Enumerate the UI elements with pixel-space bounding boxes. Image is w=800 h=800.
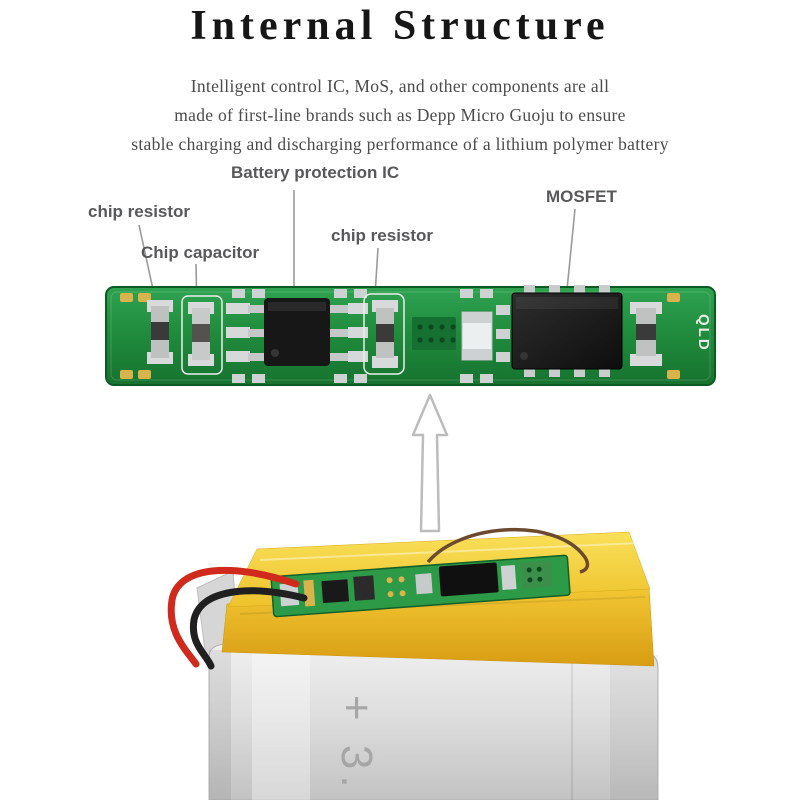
- label-chip-resistor-mid: chip resistor: [331, 226, 434, 245]
- label-battery-protection-ic: Battery protection IC: [231, 163, 400, 182]
- up-arrow: [411, 393, 449, 533]
- thin-wire: [426, 528, 590, 574]
- label-chip-capacitor: Chip capacitor: [141, 243, 260, 262]
- label-chip-resistor-left: chip resistor: [88, 202, 191, 221]
- leader-lines: [138, 190, 576, 318]
- label-mosfet: MOSFET: [546, 187, 617, 206]
- leader-mosfet: [565, 208, 576, 301]
- battery-marking: + 3.: [332, 695, 381, 794]
- description-line-1: Intelligent control IC, MoS, and other c…: [190, 76, 610, 96]
- chip-resistor-left-component: [147, 300, 173, 364]
- description-line-2: made of first-line brands such as Depp M…: [174, 105, 626, 125]
- white-component: [461, 305, 510, 362]
- black-wire: [189, 587, 308, 670]
- chip-resistor-right-component: [630, 302, 662, 366]
- chip-resistor-mid-component: [363, 293, 405, 375]
- battery-protection-ic-chip: [226, 298, 368, 366]
- pcb-board: QLD: [105, 285, 716, 386]
- via-holes: [412, 317, 456, 350]
- mosfet-chip: [511, 285, 623, 377]
- page-title: Internal Structure: [190, 3, 610, 49]
- gold-pads: [120, 293, 680, 379]
- solder-pads: [232, 289, 493, 383]
- red-wire: [167, 566, 300, 668]
- description: Intelligent control IC, MoS, and other c…: [0, 72, 800, 159]
- chip-capacitor-component: [181, 295, 223, 375]
- battery-photo: + 3.: [167, 528, 659, 800]
- description-line-3: stable charging and discharging performa…: [131, 134, 669, 154]
- pcb-marking: QLD: [695, 314, 712, 352]
